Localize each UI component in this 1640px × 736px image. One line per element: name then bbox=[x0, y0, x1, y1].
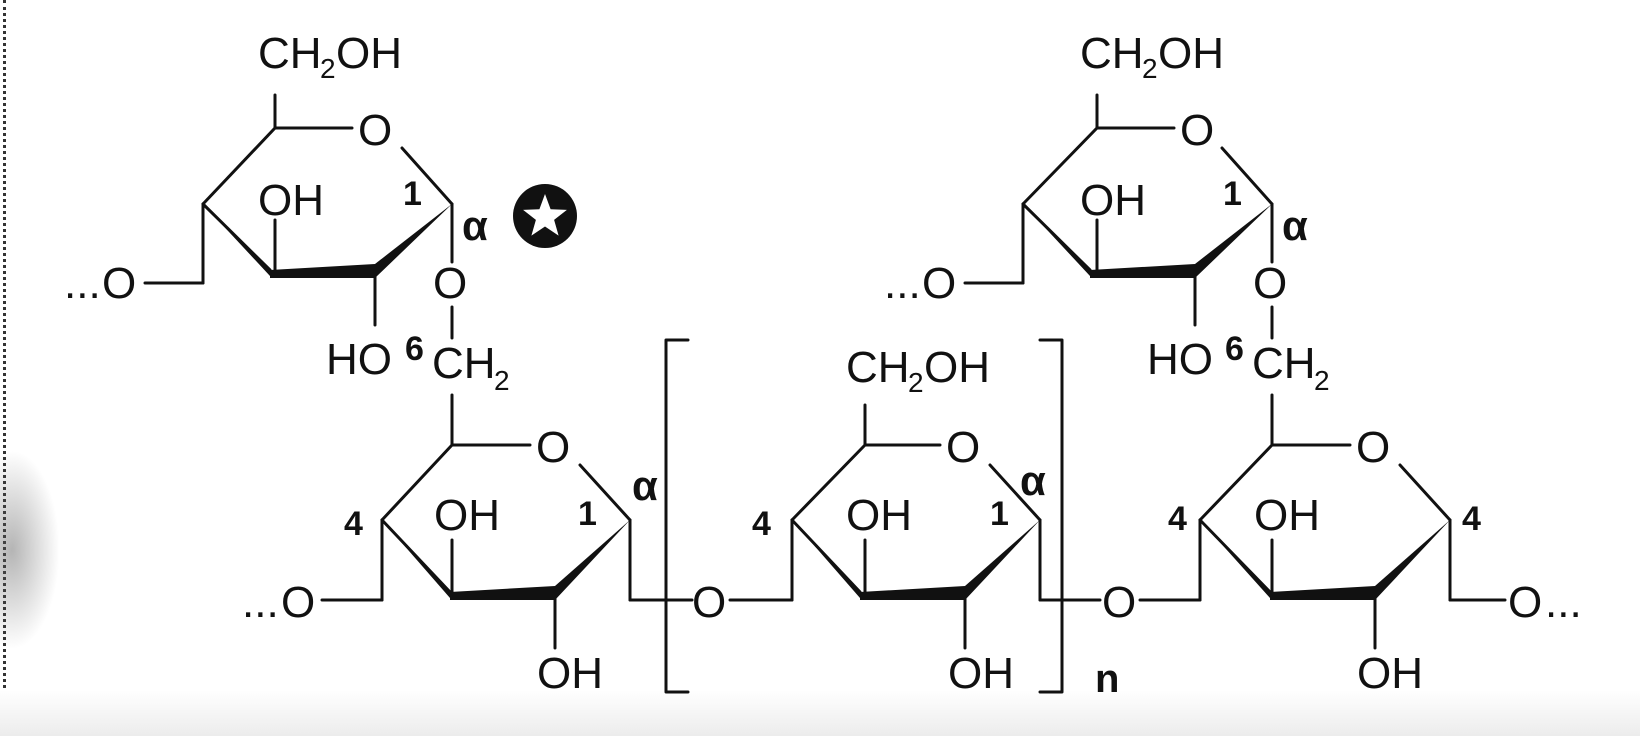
carbon-1-label: 1 bbox=[578, 495, 597, 533]
ring-bottom-right: O O OH 4 4 OH O ... bbox=[1102, 423, 1582, 698]
hydroxyl-label: OH bbox=[1080, 176, 1146, 225]
bond-lines bbox=[143, 93, 1507, 694]
hydroxyl-label: OH bbox=[434, 491, 500, 540]
subscript-label: 2 bbox=[1142, 53, 1158, 84]
left-bracket bbox=[664, 338, 690, 694]
ring-oxygen: O bbox=[946, 423, 980, 472]
subscript-label: OH bbox=[924, 343, 990, 392]
hydroxyl-label: OH bbox=[1254, 491, 1320, 540]
chain-continuation: ... bbox=[884, 259, 921, 308]
ring-bottom-middle: O CH 2 OH O OH 1 α 4 OH bbox=[692, 343, 1046, 698]
alpha-label: α bbox=[1282, 202, 1308, 249]
left-blurred-decoration bbox=[0, 450, 60, 650]
ch2oh-label: CH bbox=[1080, 29, 1144, 78]
hydroxyl-label: OH bbox=[1357, 649, 1423, 698]
carbon-4-label: 4 bbox=[1168, 500, 1187, 538]
wedge-bonds bbox=[203, 204, 1450, 600]
hydroxyl-label: OH bbox=[537, 649, 603, 698]
carbon-1-label: 1 bbox=[1223, 175, 1242, 213]
carbon-4-label: 4 bbox=[344, 505, 363, 543]
ring-oxygen: O bbox=[1356, 423, 1390, 472]
chain-continuation: ... bbox=[64, 259, 101, 308]
left-dotted-border bbox=[3, 0, 6, 736]
carbon-4-label: 4 bbox=[1462, 500, 1481, 538]
ch2oh-label: CH bbox=[846, 343, 910, 392]
hydroxyl-label: OH bbox=[948, 649, 1014, 698]
chain-continuation: ... bbox=[242, 578, 279, 627]
subscript-label: OH bbox=[336, 29, 402, 78]
ch2oh-label: CH bbox=[258, 29, 322, 78]
subscript-label: 2 bbox=[494, 365, 510, 396]
subscript-label: 2 bbox=[908, 367, 924, 398]
chain-oxygen: O bbox=[281, 578, 315, 627]
subscript-label: 2 bbox=[1314, 365, 1330, 396]
ring-oxygen: O bbox=[358, 106, 392, 155]
alpha-label: α bbox=[1020, 457, 1046, 504]
ring-top-right: CH 2 OH O OH 1 α O HO 6 CH 2 ... O bbox=[884, 29, 1330, 396]
hydroxyl-label: OH bbox=[846, 491, 912, 540]
hydroxyl-label: HO bbox=[1147, 335, 1213, 384]
chain-oxygen: O bbox=[1508, 578, 1542, 627]
ch2-label: CH bbox=[1252, 339, 1316, 388]
chain-continuation: ... bbox=[1545, 578, 1582, 627]
star-in-circle-icon bbox=[513, 184, 577, 248]
subscript-label: OH bbox=[1158, 29, 1224, 78]
glycosidic-oxygen: O bbox=[433, 259, 467, 308]
alpha-label: α bbox=[462, 202, 488, 249]
carbon-1-label: 1 bbox=[403, 175, 422, 213]
carbon-1-label: 1 bbox=[990, 495, 1009, 533]
subscript-label: 2 bbox=[320, 53, 336, 84]
carbon-6-label: 6 bbox=[405, 330, 424, 368]
carbon-4-label: 4 bbox=[752, 505, 771, 543]
repeat-subscript-n: n bbox=[1095, 657, 1119, 701]
carbon-6-label: 6 bbox=[1225, 330, 1244, 368]
glycosidic-oxygen: O bbox=[1102, 578, 1136, 627]
chain-oxygen: O bbox=[102, 259, 136, 308]
hydroxyl-label: OH bbox=[258, 176, 324, 225]
glycosidic-oxygen: O bbox=[1253, 259, 1287, 308]
bottom-fade bbox=[0, 690, 1640, 736]
glycosidic-oxygen: O bbox=[692, 578, 726, 627]
chain-oxygen: O bbox=[922, 259, 956, 308]
alpha-label: α bbox=[632, 462, 658, 509]
ring-bottom-left: O OH 1 α 4 OH ... O bbox=[242, 423, 658, 698]
ring-oxygen: O bbox=[1180, 106, 1214, 155]
ring-top-left: CH 2 OH O OH 1 α O HO 6 CH 2 ... O bbox=[64, 29, 510, 396]
ch2-label: CH bbox=[432, 339, 496, 388]
ring-oxygen: O bbox=[536, 423, 570, 472]
hydroxyl-label: HO bbox=[326, 335, 392, 384]
right-bracket bbox=[1038, 338, 1064, 694]
